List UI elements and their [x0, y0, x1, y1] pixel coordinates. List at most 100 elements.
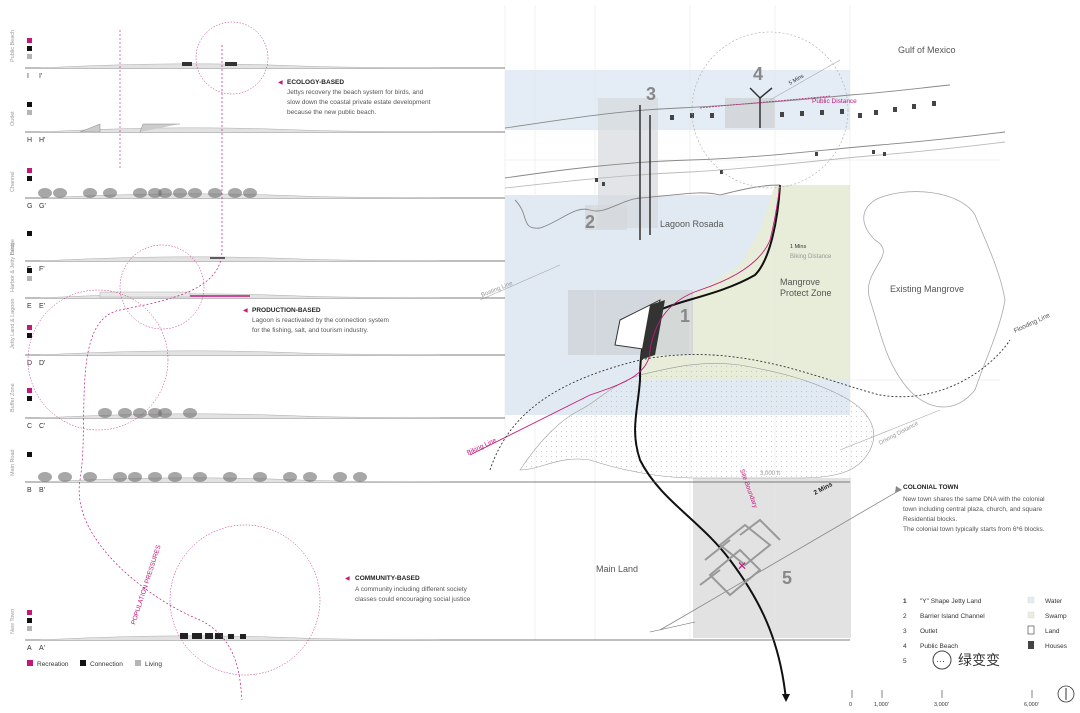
production-line-1: Lagoon is reactivated by the connection …: [252, 317, 389, 324]
flooding-line-path: [489, 339, 1011, 471]
section-row-label: Jetty Land & Lagoon: [10, 299, 16, 349]
existing-mangrove-label: Existing Mangrove: [890, 284, 964, 294]
section-letter-left: A: [27, 645, 32, 652]
svg-text:◀: ◀: [278, 80, 283, 86]
zone-1-number: 1: [680, 306, 690, 326]
svg-text:◀: ◀: [243, 308, 248, 314]
legend-living: Living: [145, 661, 162, 668]
production-line-2: for the fishing, salt, and tourism indus…: [252, 327, 368, 334]
existing-mangrove-outline: [863, 191, 1006, 408]
section-row-label: Buffer Zone: [10, 383, 16, 412]
jetty-land-dark: [640, 300, 665, 360]
zone-legend: 1 "Y" Shape Jetty Land 2 Barrier Island …: [903, 598, 985, 665]
zone-3-number: 3: [646, 84, 656, 104]
colonial-title: COLONIAL TOWN: [903, 484, 959, 491]
section-row-label: Main Road: [10, 449, 16, 476]
beach-houses: [595, 101, 936, 186]
legend-recreation: Recreation: [37, 661, 69, 668]
section-row-label: New Town: [10, 609, 16, 634]
production-title: PRODUCTION-BASED: [252, 307, 321, 314]
main-land-label: Main Land: [596, 564, 638, 574]
section-letter-right: H': [39, 137, 45, 144]
zone-5-number: 5: [782, 568, 792, 588]
boating-line-path: [479, 264, 561, 301]
main-road-arrow: [782, 694, 790, 702]
colonial-note: COLONIAL TOWN New town shares the same D…: [903, 484, 1045, 533]
section-letter-right: E': [39, 303, 45, 310]
section-letter-left: E: [27, 303, 32, 310]
colonial-line-1: New town shares the same DNA with the co…: [903, 496, 1045, 503]
scale-6000: 6,000': [1024, 702, 1039, 708]
section-row-label: Bridge: [10, 239, 16, 255]
svg-text:1: 1: [903, 598, 907, 605]
section-letter-right: I': [39, 73, 42, 80]
section-row: BridgeFF': [10, 231, 505, 273]
public-distance-path: [699, 95, 831, 109]
legend-houses: Houses: [1045, 643, 1068, 650]
svg-text:◀: ◀: [345, 576, 350, 582]
colonial-axis-arrow: [895, 486, 902, 493]
svg-text:5: 5: [903, 658, 907, 665]
chat-bubble-icon: ⋯: [936, 656, 945, 666]
population-pressure-label: POPULATION PRESSURES: [130, 544, 163, 626]
colonial-axis: [659, 489, 901, 631]
community-line-2: classes could encouraging social justice: [355, 596, 471, 603]
ecology-note: ◀ ECOLOGY-BASED Jettys recovery the beac…: [278, 79, 431, 116]
section-row-label: Harbor & Jetty Land: [10, 243, 16, 292]
svg-text:2: 2: [903, 613, 907, 620]
zone-2-number: 2: [585, 212, 595, 232]
ecology-line-3: because the new public beach.: [287, 109, 376, 116]
mangrove-protect-label-1: Mangrove: [780, 277, 820, 287]
ecology-line-1: Jettys recovery the beach system for bir…: [287, 89, 424, 96]
section-letter-right: C': [39, 423, 45, 430]
legend-swamp: Swamp: [1045, 613, 1067, 620]
legend-zone-1: "Y" Shape Jetty Land: [920, 598, 982, 605]
main-road: [634, 184, 787, 701]
scale-3000: 3,000': [934, 702, 949, 708]
scale-bar: [851, 690, 1033, 698]
legend-zone-2: Barrier Island Channel: [920, 613, 985, 620]
colonial-line-3: Residential blocks.: [903, 516, 957, 523]
legend-connection: Connection: [90, 661, 123, 668]
zone-4-number: 4: [753, 64, 763, 84]
svg-text:4: 4: [903, 643, 907, 650]
mangrove-protect-label-2: Protect Zone: [780, 288, 832, 298]
watermark: ⋯ 绿变变: [932, 650, 1000, 670]
map-grid: [504, 5, 1000, 640]
five-min-radius: [691, 31, 849, 189]
jetty-circle: [27, 289, 169, 431]
colonial-town-grid: [699, 518, 781, 597]
scale-0: 0: [849, 702, 852, 708]
section-row-label: Outlet: [10, 111, 16, 126]
legend-land: Land: [1045, 628, 1060, 635]
production-circle: [119, 244, 205, 330]
ecology-circle: [195, 21, 269, 95]
driving-distance-line: [839, 409, 941, 451]
section-letter-right: G': [39, 203, 46, 210]
north-arrow-icon: [1057, 685, 1075, 703]
pink-cross-icon: ✕: [737, 559, 747, 573]
distance-small-label: 3,000 ft: [760, 471, 780, 477]
legend-water: Water: [1045, 598, 1063, 605]
five-min-radius-arrow: [769, 59, 841, 101]
lagoon-label: Lagoon Rosada: [660, 219, 724, 229]
biking-line-path: [469, 184, 781, 456]
section-letter-right: D': [39, 360, 45, 367]
barrier-island: [504, 84, 1006, 229]
watermark-text: 绿变变: [958, 652, 1000, 668]
driving-distance-label: Driving Distance: [878, 421, 920, 447]
jetties: [639, 87, 773, 240]
legend-zone-4: Public Beach: [920, 643, 958, 650]
legend-zone-3: Outlet: [920, 628, 938, 635]
section-letter-left: B: [27, 487, 32, 494]
section-letter-right: A': [39, 645, 45, 652]
main-land-shore: [519, 363, 875, 479]
production-note: ◀ PRODUCTION-BASED Lagoon is reactivated…: [243, 307, 389, 334]
colonial-line-4: The colonial town typically starts from …: [903, 526, 1045, 533]
